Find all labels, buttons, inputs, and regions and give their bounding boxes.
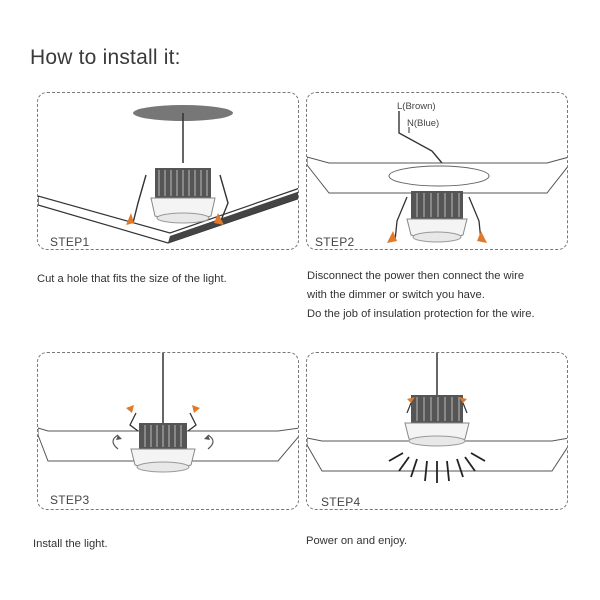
step4-illustration [307, 353, 567, 483]
step2-illustration: L(Brown) N(Blue) [307, 101, 567, 243]
step1-label: STEP1 [50, 235, 90, 249]
step1-caption: Cut a hole that fits the size of the lig… [37, 273, 227, 285]
spring-clip-right [462, 402, 468, 414]
step3-illustration [38, 353, 298, 473]
step2-label: STEP2 [315, 235, 355, 249]
step3-panel: STEP3 [37, 352, 299, 510]
wire-label-brown: L(Brown) [397, 101, 436, 112]
downlight [130, 423, 196, 473]
spring-clip-right [468, 196, 482, 242]
wire [398, 111, 443, 164]
downlight [150, 168, 216, 224]
spring-clip-left [129, 412, 139, 432]
step3-caption: Install the light. [33, 538, 108, 550]
page-title: How to install it: [30, 46, 181, 69]
ceiling-hole [388, 165, 490, 187]
downlight [406, 191, 468, 243]
step2-caption: Disconnect the power then connect the wi… [307, 270, 535, 320]
ceiling-slab [307, 437, 567, 472]
spring-clip-left [394, 196, 408, 242]
step1-illustration [38, 105, 298, 244]
step1-panel: STEP1 [37, 92, 299, 250]
step3-label: STEP3 [50, 493, 90, 507]
spring-clip-right [219, 174, 229, 224]
rotate-arrow-right [207, 434, 214, 450]
step4-caption: Power on and enjoy. [306, 535, 408, 547]
step4-panel: STEP4 [306, 352, 568, 510]
step4-label: STEP4 [321, 495, 361, 509]
spring-clip-right [187, 412, 197, 432]
step2-panel: L(Brown) N(Blue) STEP2 [306, 92, 568, 250]
downlight [404, 395, 470, 447]
light-rays [388, 452, 486, 483]
wire-label-blue: N(Blue) [407, 118, 439, 129]
spring-clip-left [132, 174, 147, 224]
rotate-arrow-left [112, 434, 119, 450]
spring-clip-left [406, 402, 412, 414]
